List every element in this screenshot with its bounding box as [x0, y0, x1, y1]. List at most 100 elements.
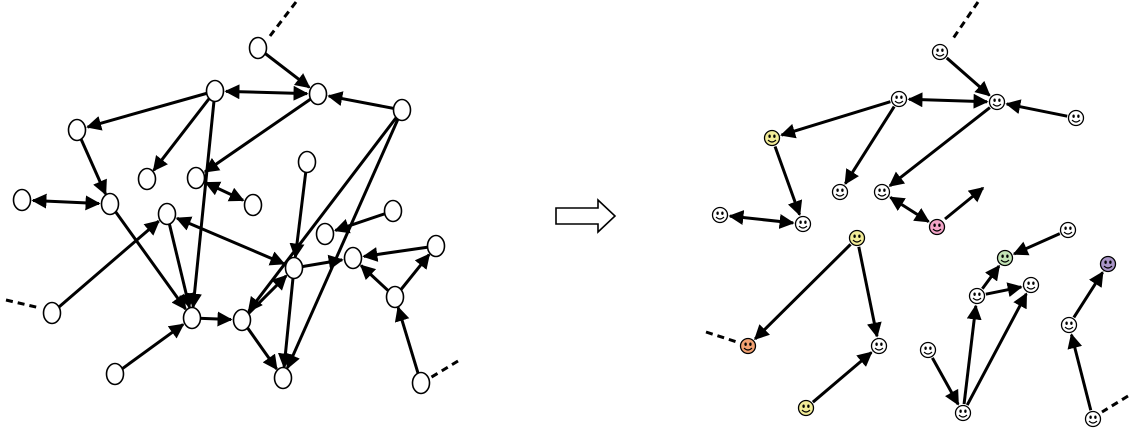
ellipse-node-icon	[385, 285, 405, 309]
left-edge-arrow	[204, 181, 245, 202]
ellipse-node-icon	[105, 362, 125, 386]
left-edge-arrow	[108, 203, 187, 311]
right-edge-arrow	[981, 264, 1001, 290]
smiley-face-icon	[1060, 316, 1078, 334]
right-edge-arrow	[1005, 99, 1068, 118]
smiley-face-icon	[1099, 255, 1117, 273]
left-graph	[5, 1, 459, 395]
left-edge-arrow	[257, 46, 311, 89]
smiley-face-icon	[797, 399, 815, 417]
ellipse-node-icon	[273, 366, 293, 390]
left-edge-arrow	[165, 213, 194, 309]
left-edge-arrow	[327, 91, 403, 112]
left-edge-arrow	[152, 90, 217, 172]
smiley-face-icon	[794, 215, 812, 233]
ellipse-node-icon	[383, 199, 403, 223]
ellipse-node-icon	[67, 118, 87, 142]
right-edge-arrow	[844, 105, 896, 185]
ellipse-node-icon	[392, 98, 412, 122]
right-edge-arrow	[1012, 232, 1061, 256]
left-edge-arrow	[286, 109, 404, 370]
right-edge-arrow	[931, 357, 960, 406]
ellipse-node-icon	[315, 222, 335, 246]
left-graph-nodes	[12, 36, 446, 395]
smiley-face-icon	[1067, 109, 1085, 127]
left-edge-arrow	[86, 89, 216, 131]
ellipse-node-icon	[308, 82, 328, 106]
ellipse-node-icon	[297, 150, 317, 174]
ellipse-node-icon	[42, 301, 62, 325]
smiley-face-icon	[890, 90, 908, 108]
ellipse-node-icon	[284, 256, 304, 280]
smiley-face-icon	[931, 43, 949, 61]
right-graph	[705, 1, 1129, 428]
ellipse-node-icon	[182, 306, 202, 330]
left-edge-arrow	[187, 90, 217, 309]
left-edge-arrow	[277, 267, 296, 369]
left-edge-arrow	[333, 209, 394, 234]
left-edge-arrow	[394, 306, 423, 384]
right-edge-arrow	[811, 351, 873, 404]
right-graph-nodes	[711, 43, 1117, 428]
smiley-face-icon	[988, 93, 1006, 111]
left-edge-arrow	[31, 193, 101, 211]
right-edge-arrow	[985, 282, 1023, 298]
ellipse-node-icon	[343, 246, 363, 270]
right-edge-arrow	[857, 246, 882, 338]
smiley-face-icon	[739, 337, 757, 355]
left-dashed-stub	[268, 1, 298, 37]
smiley-face-icon	[763, 129, 781, 147]
right-edge-arrow	[780, 100, 891, 139]
left-graph-edges	[5, 1, 459, 384]
smiley-face-icon	[848, 229, 866, 247]
smiley-face-icon	[873, 183, 891, 201]
ellipse-node-icon	[426, 234, 446, 258]
ellipse-node-icon	[157, 202, 177, 226]
left-dashed-stub	[429, 359, 459, 380]
right-edge-arrow	[945, 56, 991, 97]
ellipse-node-icon	[232, 308, 252, 332]
smiley-face-icon	[968, 287, 986, 305]
right-edge-arrow	[965, 292, 1028, 406]
left-dashed-stub	[5, 298, 41, 310]
ellipse-node-icon	[186, 166, 206, 190]
left-edge-arrow	[362, 244, 437, 262]
ellipse-node-icon	[248, 36, 268, 60]
right-edge-arrow	[888, 106, 991, 188]
left-edge-arrow	[240, 274, 288, 322]
right-edge-arrow	[1067, 333, 1093, 411]
ellipse-node-icon	[411, 371, 431, 395]
left-edge-arrow	[203, 92, 319, 173]
left-edge-arrow	[75, 129, 107, 196]
left-edge-arrow	[175, 216, 286, 266]
left-edge-arrow	[114, 323, 185, 376]
right-edge-arrow	[907, 92, 989, 109]
smiley-face-icon	[711, 206, 729, 224]
left-edge-arrow	[51, 220, 160, 315]
smiley-face-icon	[928, 218, 946, 236]
right-edge-arrow	[773, 145, 803, 217]
right-dashed-stub	[1101, 394, 1129, 414]
right-dashed-stub	[950, 1, 980, 41]
left-edge-arrow	[289, 161, 309, 259]
smiley-face-icon	[870, 337, 888, 355]
right-edge-arrow	[1072, 271, 1104, 319]
smiley-face-icon	[954, 404, 972, 422]
smiley-face-icon	[996, 249, 1014, 267]
right-edge-arrow	[944, 186, 985, 221]
smiley-face-icon	[1022, 276, 1040, 294]
ellipse-node-icon	[137, 167, 157, 191]
right-edge-arrow	[754, 243, 852, 341]
ellipse-node-icon	[100, 192, 120, 216]
right-edge-arrow	[962, 304, 982, 405]
ellipse-node-icon	[243, 193, 263, 217]
right-edge-arrow	[728, 210, 795, 229]
ellipse-node-icon	[205, 79, 225, 103]
smiley-face-icon	[831, 183, 849, 201]
left-edge-arrow	[224, 84, 309, 101]
right-edge-arrow	[889, 196, 930, 223]
smiley-face-icon	[1059, 221, 1077, 239]
ellipse-node-icon	[12, 188, 32, 212]
right-dashed-stub	[705, 330, 738, 344]
